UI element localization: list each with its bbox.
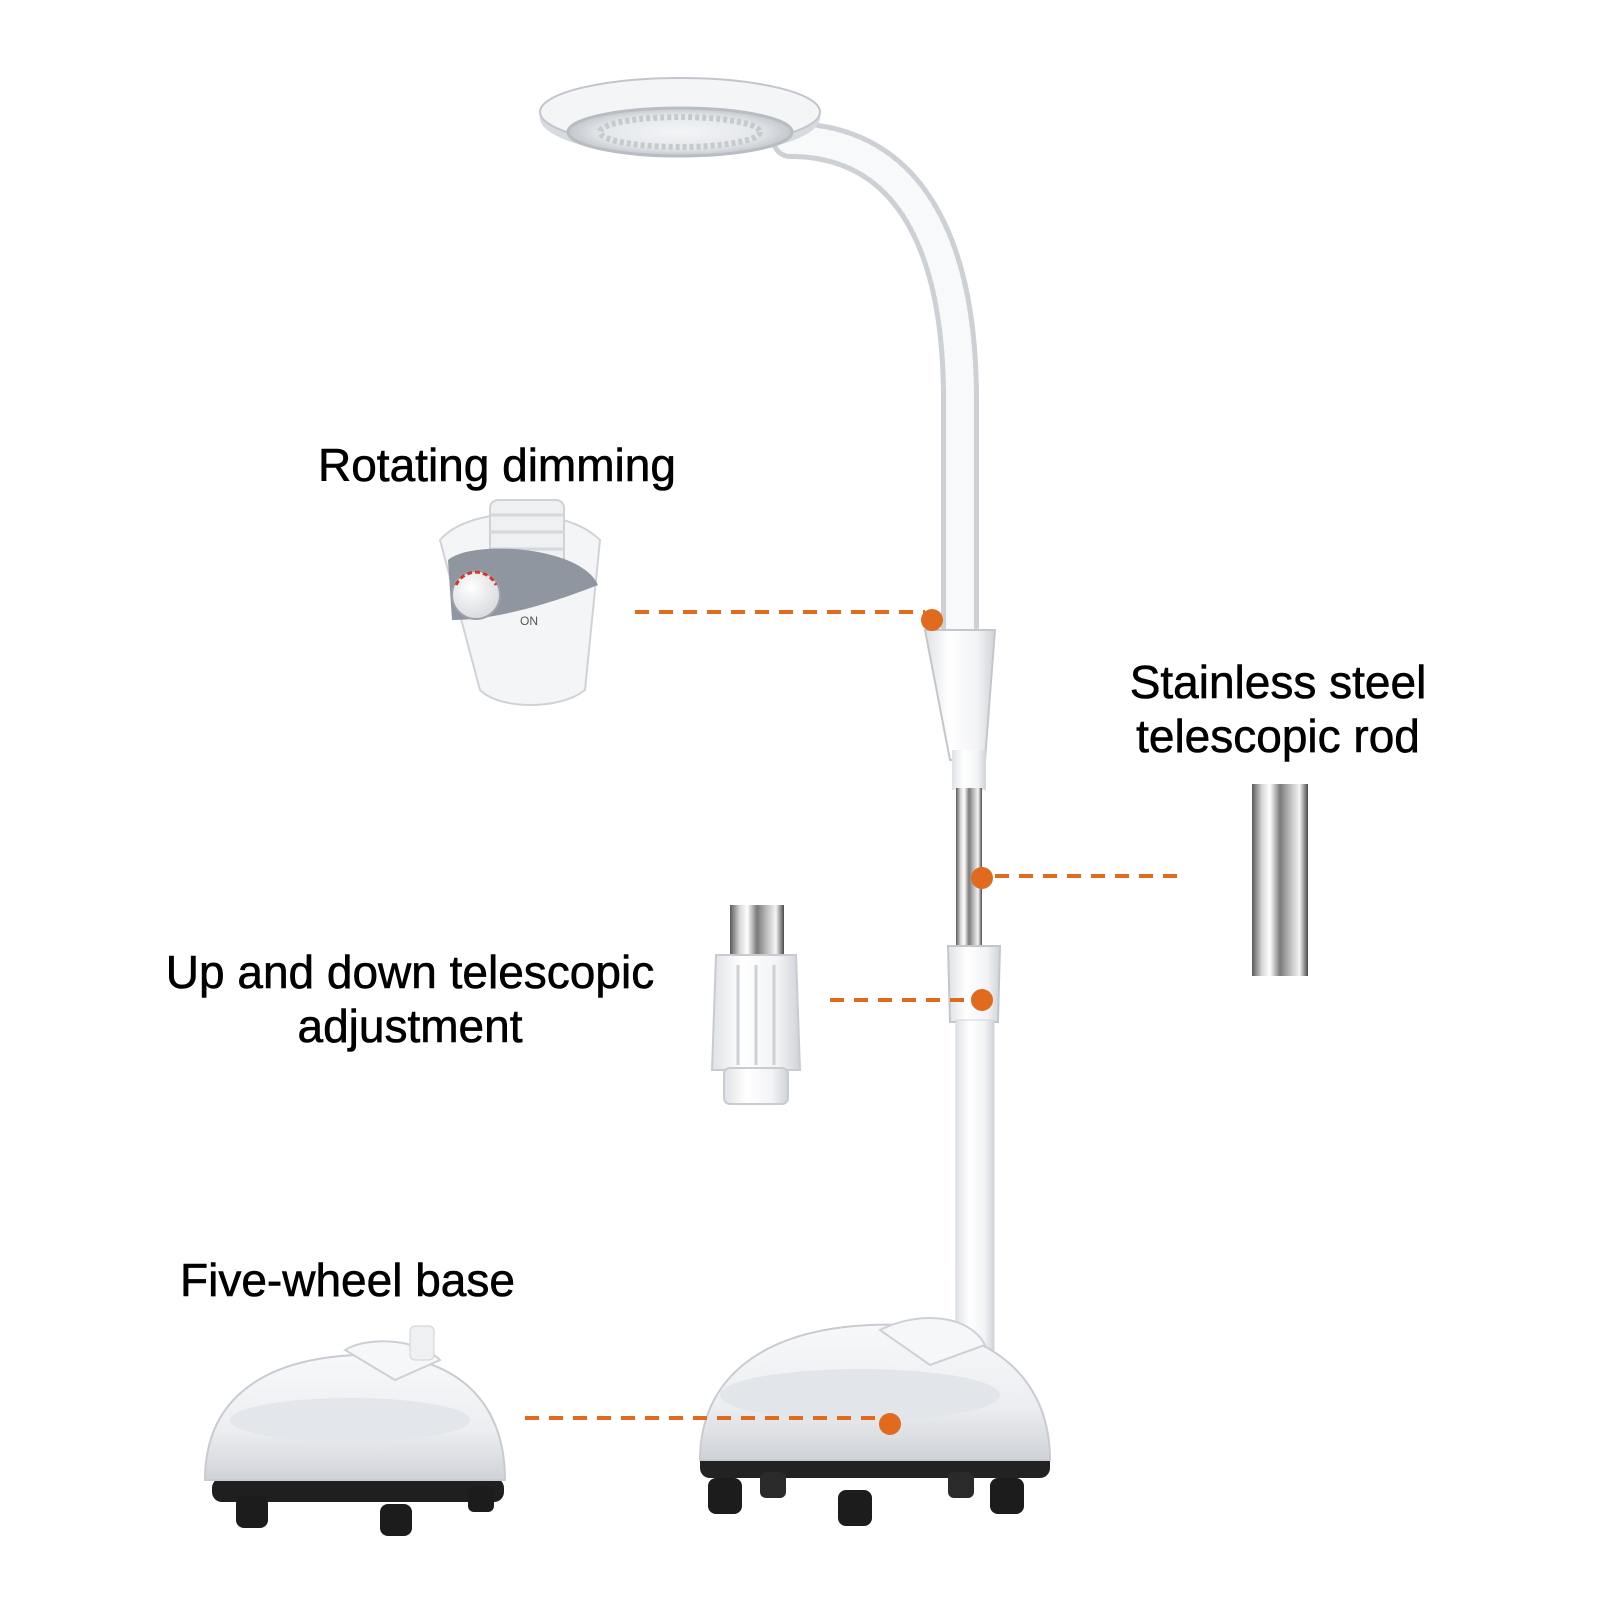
wheel xyxy=(236,1496,268,1528)
dimmer-detail-image: ON xyxy=(438,499,602,706)
label-stainless-rod-line2: telescopic rod xyxy=(1136,710,1420,763)
wheel xyxy=(948,1472,974,1498)
callout-dot-adjust xyxy=(971,989,993,1011)
main-lamp xyxy=(539,77,1052,1526)
base-detail-image xyxy=(203,1325,507,1536)
callout-dot-dimming xyxy=(921,609,943,631)
knob-on-text: ON xyxy=(520,614,538,628)
label-rotating-dimming: Rotating dimming xyxy=(318,438,677,492)
callout-dots xyxy=(879,609,993,1435)
callout-lines xyxy=(525,610,1180,1420)
label-stainless-rod: Stainless steel telescopic rod xyxy=(1108,655,1448,763)
lower-pole xyxy=(955,1019,995,1351)
dimmer-housing xyxy=(923,629,997,761)
label-telescopic-adjustment: Up and down telescopic adjustment xyxy=(130,945,690,1053)
adjust-collar xyxy=(946,945,1002,1023)
label-telescopic-adjustment-line2: adjustment xyxy=(297,1000,523,1053)
wheel xyxy=(468,1486,494,1512)
label-telescopic-adjustment-line1: Up and down telescopic xyxy=(165,946,655,999)
callout-dot-base xyxy=(879,1413,901,1435)
wheel xyxy=(838,1490,872,1526)
wheel xyxy=(380,1504,412,1536)
collar-detail-image xyxy=(710,905,802,1105)
wheel xyxy=(708,1478,742,1514)
label-rotating-dimming-text: Rotating dimming xyxy=(318,439,677,492)
callout-dot-rod xyxy=(971,867,993,889)
wheel xyxy=(990,1478,1024,1514)
wheel xyxy=(760,1472,786,1498)
rod-detail-image xyxy=(1252,784,1308,976)
label-five-wheel-base: Five-wheel base xyxy=(180,1253,516,1307)
label-five-wheel-base-text: Five-wheel base xyxy=(180,1254,516,1307)
main-base xyxy=(698,1317,1052,1526)
lamp-head xyxy=(539,77,821,158)
label-stainless-rod-line1: Stainless steel xyxy=(1129,656,1427,709)
